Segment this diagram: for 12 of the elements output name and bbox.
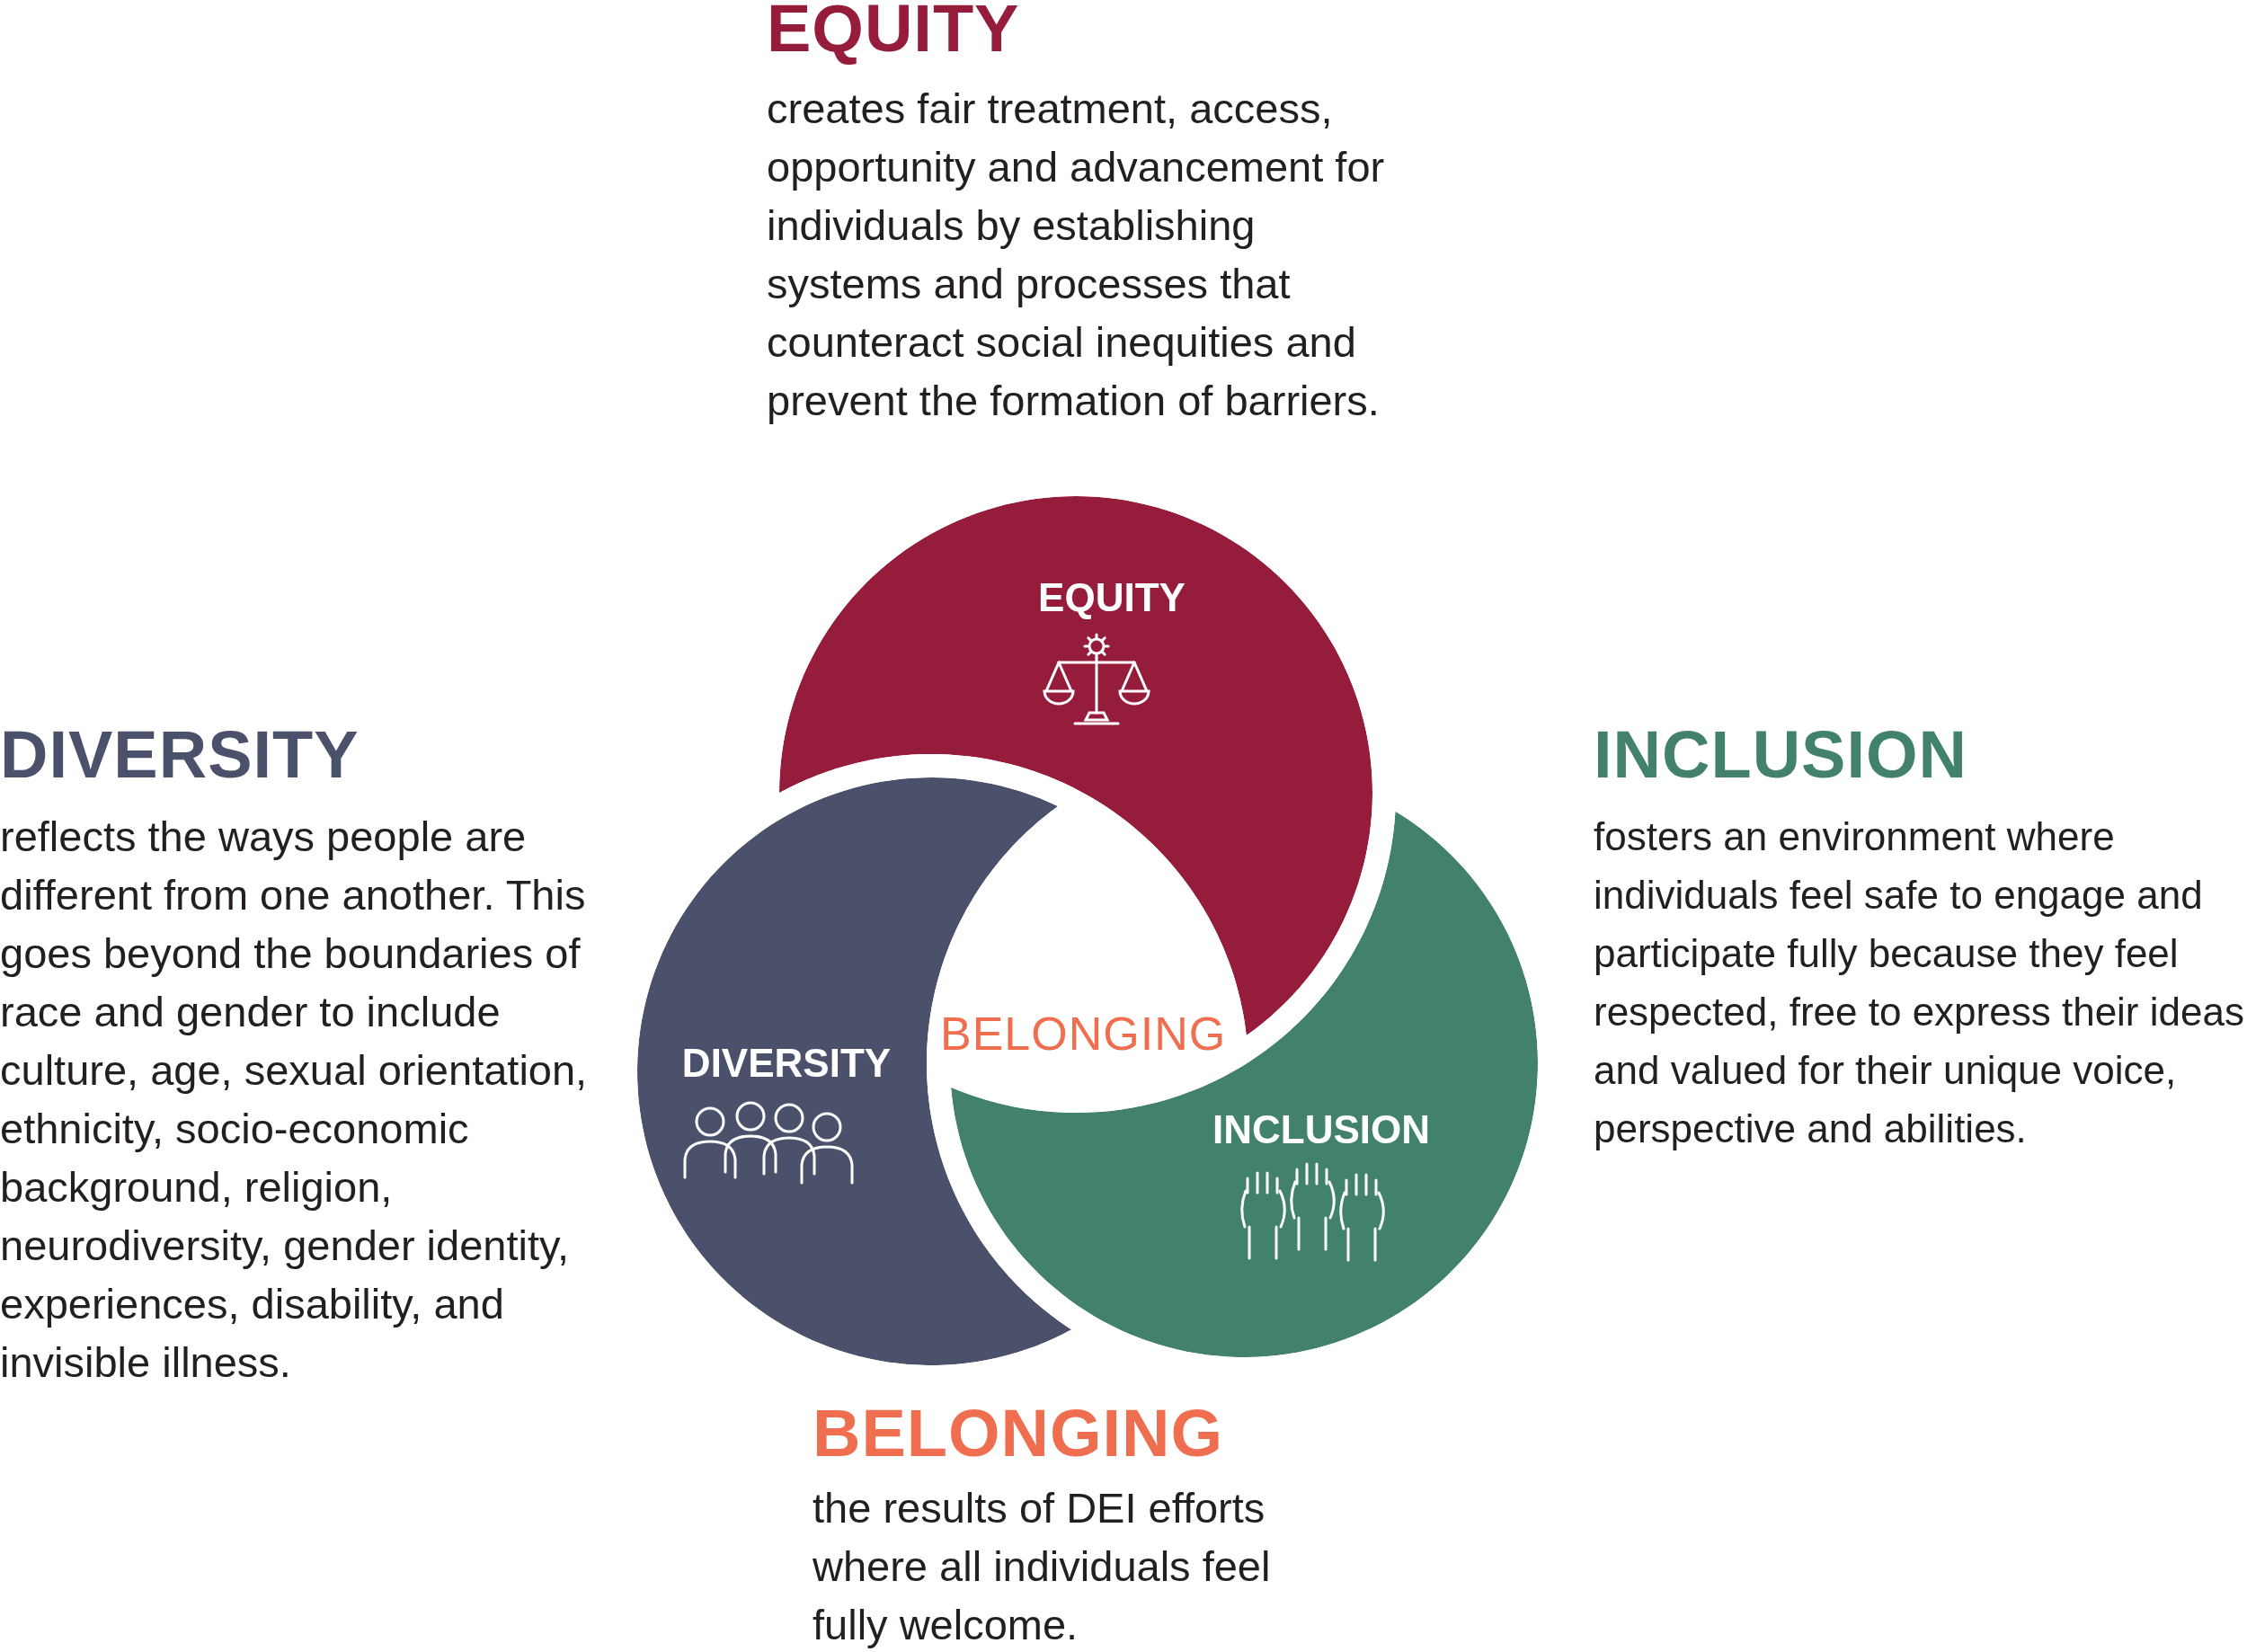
- segment-label: DIVERSITY: [681, 1041, 892, 1086]
- segment-label: EQUITY: [1038, 575, 1186, 620]
- section-heading: INCLUSION: [1594, 719, 1968, 791]
- description-text: creates fair treatment, access, opportunity and advancement for individuals by establishing systems and processes that counteract social inequities and prevent the formation of barriers.: [767, 84, 1386, 426]
- section-heading: BELONGING: [813, 1398, 1225, 1470]
- center-label: BELONGING: [940, 1007, 1227, 1061]
- segment-label: INCLUSION: [1212, 1107, 1430, 1152]
- section-heading: EQUITY: [767, 0, 1021, 65]
- section-heading: DIVERSITY: [0, 719, 360, 791]
- description-text: reflects the ways people are different from one another. This goes beyond the boundaries of race and gender to include culture, age, sexual orientation, ethnicity, socio-economic background, religion, neurodiversity, gender identity, experiences, disability, and invisible illness.: [0, 812, 589, 1388]
- description-text: the results of DEI efforts where all individuals feel fully welcome.: [813, 1483, 1272, 1650]
- description-text: fosters an environment where individuals feel safe to engage and participate fully because they feel respected, free to express their ideas and valued for their unique voice, perspective and abilities.: [1594, 813, 2245, 1152]
